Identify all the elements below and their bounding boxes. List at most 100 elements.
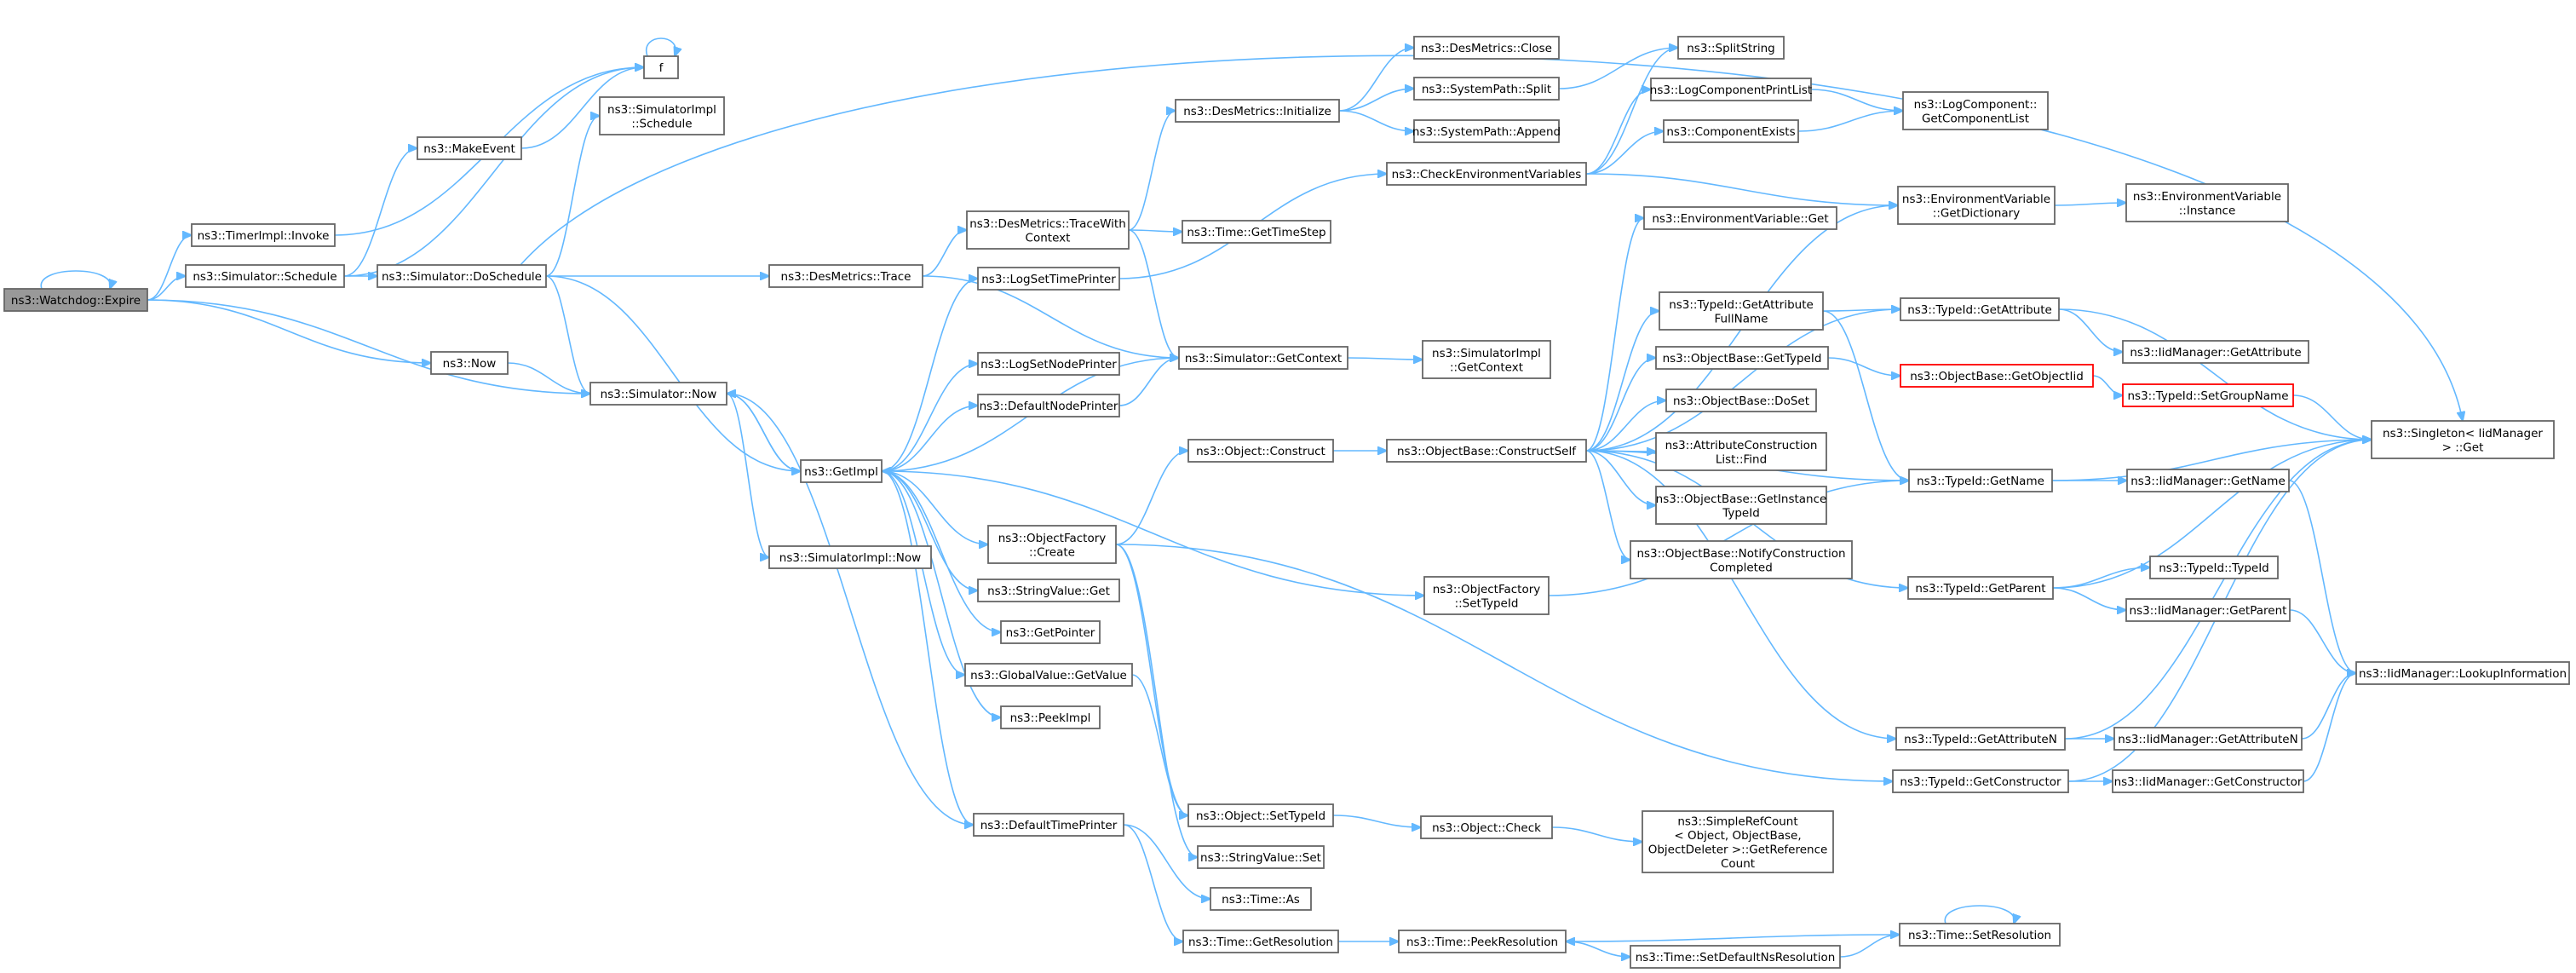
node-checkenvvars[interactable]: ns3::CheckEnvironmentVariables — [1386, 162, 1587, 186]
node-time-as[interactable]: ns3::Time::As — [1210, 887, 1312, 911]
node-peekimpl[interactable]: ns3::PeekImpl — [1000, 705, 1101, 729]
node-simulator-now[interactable]: ns3::Simulator::Now — [589, 382, 727, 406]
node-iidmanager-getparent[interactable]: ns3::IidManager::GetParent — [2125, 598, 2291, 622]
node-objectbase-notifyconstructioncompleted[interactable]: ns3::ObjectBase::NotifyConstructionCompl… — [1630, 540, 1853, 579]
node-desmetrics-initialize[interactable]: ns3::DesMetrics::Initialize — [1175, 99, 1340, 123]
node-getpointer[interactable]: ns3::GetPointer — [1000, 620, 1101, 644]
node-box — [2113, 727, 2303, 751]
node-stringvalue-get[interactable]: ns3::StringValue::Get — [977, 579, 1120, 602]
node-iidmanager-lookupinformation[interactable]: ns3::IidManager::LookupInformation — [2355, 661, 2570, 685]
node-typeid-getname[interactable]: ns3::TypeId::GetName — [1908, 469, 2053, 492]
node-watchdog-expire[interactable]: ns3::Watchdog::Expire — [3, 288, 148, 312]
node-systempath-split[interactable]: ns3::SystemPath::Split — [1413, 77, 1560, 101]
edge-desmetrics-tracewithcontext-to-desmetrics-initialize — [1128, 111, 1176, 231]
node-label: ns3::SimulatorImpl — [607, 103, 716, 117]
edge-path — [1822, 310, 1909, 481]
node-getimpl[interactable]: ns3::GetImpl — [800, 459, 883, 483]
node-object-construct[interactable]: ns3::Object::Construct — [1187, 439, 1334, 463]
node-simimpl-now[interactable]: ns3::SimulatorImpl::Now — [768, 545, 932, 569]
node-box — [1178, 346, 1348, 370]
node-objectbase-doset[interactable]: ns3::ObjectBase::DoSet — [1665, 389, 1817, 412]
node-iidmanager-getconstructor[interactable]: ns3::IidManager::GetConstructor — [2112, 769, 2304, 793]
node-componentexists[interactable]: ns3::ComponentExists — [1663, 119, 1799, 143]
node-objectfactory-create[interactable]: ns3::ObjectFactory::Create — [987, 525, 1117, 564]
node-iidmanager-getname[interactable]: ns3::IidManager::GetName — [2126, 469, 2290, 492]
edge-path — [147, 299, 431, 363]
node-simulator-doschedule[interactable]: ns3::Simulator::DoSchedule — [377, 264, 547, 288]
function-nodes: ns3::Watchdog::Expire fns3::TimerImpl::In… — [3, 36, 2570, 969]
node-logcomponent-getcomponentlist[interactable]: ns3::LogComponent::GetComponentList — [1902, 91, 2049, 130]
node-typeid-typeid[interactable]: ns3::TypeId::TypeId — [2149, 556, 2279, 579]
node-desmetrics-close[interactable]: ns3::DesMetrics::Close — [1413, 36, 1560, 60]
edge-path — [1585, 358, 1656, 452]
node-label: ns3::GlobalValue::GetValue — [970, 669, 1127, 682]
node-defaultnodeprinter[interactable]: ns3::DefaultNodePrinter — [977, 394, 1120, 417]
node-envvar-getdictionary[interactable]: ns3::EnvironmentVariable::GetDictionary — [1897, 186, 2056, 225]
node-label: ns3::IidManager::GetAttributeN — [2118, 733, 2297, 746]
edge-path — [545, 116, 600, 277]
node-label: ns3::Simulator::Now — [601, 388, 717, 401]
node-label: ns3::ObjectBase::ConstructSelf — [1397, 445, 1577, 458]
node-typeid-getconstructor[interactable]: ns3::TypeId::GetConstructor — [1892, 769, 2069, 793]
node-objectbase-constructself[interactable]: ns3::ObjectBase::ConstructSelf — [1386, 439, 1587, 463]
node-now[interactable]: ns3::Now — [430, 351, 509, 375]
node-iidmanager-getattribute[interactable]: ns3::IidManager::GetAttribute — [2122, 340, 2309, 364]
node-f[interactable]: f — [643, 55, 679, 79]
edge-path — [1118, 358, 1179, 406]
node-logsettimeprinter[interactable]: ns3::LogSetTimePrinter — [977, 267, 1120, 291]
node-singleton-get[interactable]: ns3::Singleton< IidManager> ::Get — [2371, 420, 2555, 459]
node-simimpl-getcontext[interactable]: ns3::SimulatorImpl::GetContext — [1422, 340, 1551, 379]
node-objectbase-getobjectiid[interactable]: ns3::ObjectBase::GetObjectIid — [1900, 364, 2094, 388]
node-box — [599, 96, 725, 135]
node-typeid-getattribute[interactable]: ns3::TypeId::GetAttribute — [1900, 297, 2060, 321]
node-desmetrics-trace[interactable]: ns3::DesMetrics::Trace — [768, 264, 923, 288]
node-objectfactory-settypeid[interactable]: ns3::ObjectFactory::SetTypeId — [1423, 576, 1550, 615]
node-defaulttimeprinter[interactable]: ns3::DefaultTimePrinter — [973, 813, 1124, 837]
edge-object-settypeid-to-object-check — [1332, 815, 1421, 827]
edge-objectfactory-create-to-stringvalue-set — [1115, 544, 1198, 857]
node-label: ns3::Object::Check — [1432, 821, 1541, 835]
node-object-settypeid[interactable]: ns3::Object::SetTypeId — [1187, 803, 1334, 827]
node-typeid-getparent[interactable]: ns3::TypeId::GetParent — [1907, 576, 2054, 600]
node-envvar-get[interactable]: ns3::EnvironmentVariable::Get — [1643, 206, 1837, 230]
node-splitstring[interactable]: ns3::SplitString — [1677, 36, 1785, 60]
node-time-gettimestep[interactable]: ns3::Time::GetTimeStep — [1182, 220, 1331, 244]
edge-objectbase-gettypeid-to-objectbase-getobjectiid — [1827, 357, 1900, 376]
node-label: List::Find — [1716, 452, 1767, 466]
node-time-getresolution[interactable]: ns3::Time::GetResolution — [1182, 930, 1339, 953]
node-label: ::SetTypeId — [1455, 596, 1519, 610]
node-systempath-append[interactable]: ns3::SystemPath::Append — [1412, 119, 1561, 143]
node-simplerefcount-getreferencecount[interactable]: ns3::SimpleRefCount< Object, ObjectBase,… — [1642, 810, 1834, 873]
node-globalvalue-getvalue[interactable]: ns3::GlobalValue::GetValue — [964, 663, 1133, 687]
node-stringvalue-set[interactable]: ns3::StringValue::Set — [1197, 845, 1325, 869]
node-envvar-instance[interactable]: ns3::EnvironmentVariable::Instance — [2125, 183, 2289, 222]
node-label: ns3::TypeId::GetConstructor — [1900, 775, 2061, 789]
node-logsetnodeprinter[interactable]: ns3::LogSetNodePrinter — [977, 352, 1120, 376]
node-time-setdefaultnsresolution[interactable]: ns3::Time::SetDefaultNsResolution — [1630, 945, 1841, 969]
node-simimpl-schedule[interactable]: ns3::SimulatorImpl::Schedule — [599, 96, 725, 135]
node-simulator-getcontext[interactable]: ns3::Simulator::GetContext — [1178, 346, 1348, 370]
node-logcomponentprintlist[interactable]: ns3::LogComponentPrintList — [1650, 78, 1812, 101]
node-objectbase-gettypeid[interactable]: ns3::ObjectBase::GetTypeId — [1655, 346, 1829, 370]
edge-time-setresolution-to-time-peekresolution — [1566, 934, 1900, 941]
node-simulator-schedule[interactable]: ns3::Simulator::Schedule — [185, 264, 345, 288]
edge-path — [2288, 480, 2356, 673]
node-time-peekresolution[interactable]: ns3::Time::PeekResolution — [1398, 930, 1567, 953]
edge-path — [1548, 481, 1909, 596]
edge-object-check-to-simplerefcount-getreferencecount — [1551, 826, 1642, 842]
node-makeevent[interactable]: ns3::MakeEvent — [417, 136, 522, 160]
node-typeid-setgroupname[interactable]: ns3::TypeId::SetGroupName — [2122, 383, 2294, 407]
edge-checkenvvars-to-splitstring — [1585, 48, 1678, 175]
node-label: ns3::Time::PeekResolution — [1406, 936, 1558, 949]
node-timerimpl-invoke[interactable]: ns3::TimerImpl::Invoke — [191, 223, 336, 247]
node-typeid-getattributen[interactable]: ns3::TypeId::GetAttributeN — [1895, 727, 2066, 751]
node-label: ns3::IidManager::LookupInformation — [2359, 667, 2567, 681]
node-iidmanager-getattributen[interactable]: ns3::IidManager::GetAttributeN — [2113, 727, 2303, 751]
node-time-setresolution[interactable]: ns3::Time::SetResolution — [1899, 923, 2061, 947]
node-object-check[interactable]: ns3::Object::Check — [1420, 815, 1553, 839]
edge-path — [881, 470, 988, 544]
